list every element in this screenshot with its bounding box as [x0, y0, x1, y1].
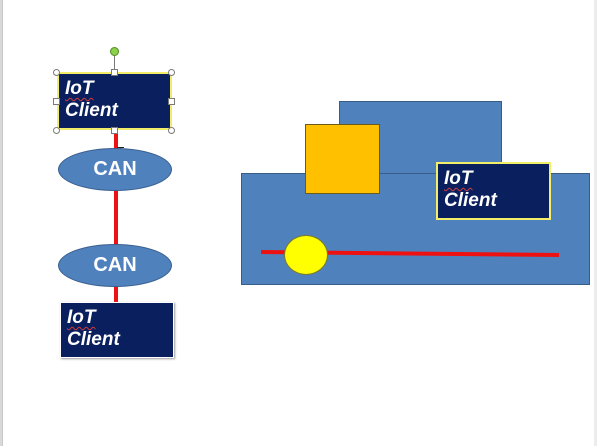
window-edge [594, 0, 597, 446]
resize-handle-top[interactable] [111, 69, 118, 76]
resize-handle-left[interactable] [53, 98, 60, 105]
client-line-2: Client [65, 100, 118, 121]
client-line-1: IoT [67, 307, 96, 328]
resize-handle-top-left[interactable] [53, 69, 60, 76]
rotate-handle-stem [114, 54, 115, 72]
can-bus-line-upper [114, 130, 118, 155]
iot-client-box-top[interactable]: IoT Client [57, 72, 172, 130]
resize-handle-top-right[interactable] [168, 69, 175, 76]
iot-client-badge[interactable]: IoT Client [436, 162, 551, 220]
can-label: CAN [93, 158, 137, 180]
iot-client-box-bottom[interactable]: IoT Client [60, 302, 174, 358]
orange-square[interactable] [305, 124, 380, 194]
client-line-1: IoT [444, 168, 473, 189]
can-bus-line-middle [114, 190, 118, 250]
can-node-upper[interactable]: CAN [58, 148, 172, 191]
can-bus-line-lower [114, 285, 118, 303]
yellow-circle[interactable] [284, 235, 328, 275]
client-line-1: IoT [65, 78, 94, 99]
resize-handle-bottom-right[interactable] [168, 127, 175, 134]
resize-handle-bottom[interactable] [111, 127, 118, 134]
resize-handle-bottom-left[interactable] [53, 127, 60, 134]
can-label: CAN [93, 254, 137, 276]
can-node-lower[interactable]: CAN [58, 244, 172, 287]
rotate-handle[interactable] [110, 47, 119, 56]
client-line-2: Client [67, 329, 120, 350]
resize-handle-right[interactable] [168, 98, 175, 105]
client-line-2: Client [444, 190, 497, 211]
